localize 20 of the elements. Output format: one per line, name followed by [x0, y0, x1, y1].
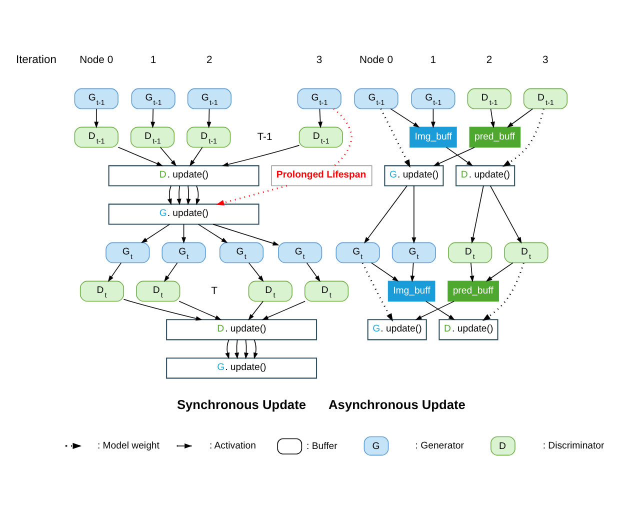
- label: D: [498, 440, 506, 452]
- label: 1: [430, 54, 436, 66]
- label: Asynchronous Update: [328, 396, 466, 412]
- legend-label: : Discriminator: [542, 440, 604, 451]
- label: 3: [316, 54, 322, 66]
- legend-label: : Activation: [209, 440, 256, 451]
- label: Iteration: [16, 54, 57, 66]
- label: 2: [206, 54, 212, 66]
- legend-label: : Buffer: [306, 440, 338, 452]
- label: T-1: [257, 131, 272, 142]
- label: 1: [150, 54, 156, 66]
- label: 3: [542, 54, 548, 66]
- legend-label: : Model weight: [97, 440, 160, 451]
- legend-label: : Generator: [415, 440, 464, 451]
- label: 2: [486, 54, 492, 66]
- label: Synchronous Update: [176, 396, 306, 412]
- label: Node 0: [359, 54, 394, 66]
- label: Node 0: [80, 54, 114, 66]
- label: T: [211, 285, 218, 296]
- label: G: [372, 440, 380, 452]
